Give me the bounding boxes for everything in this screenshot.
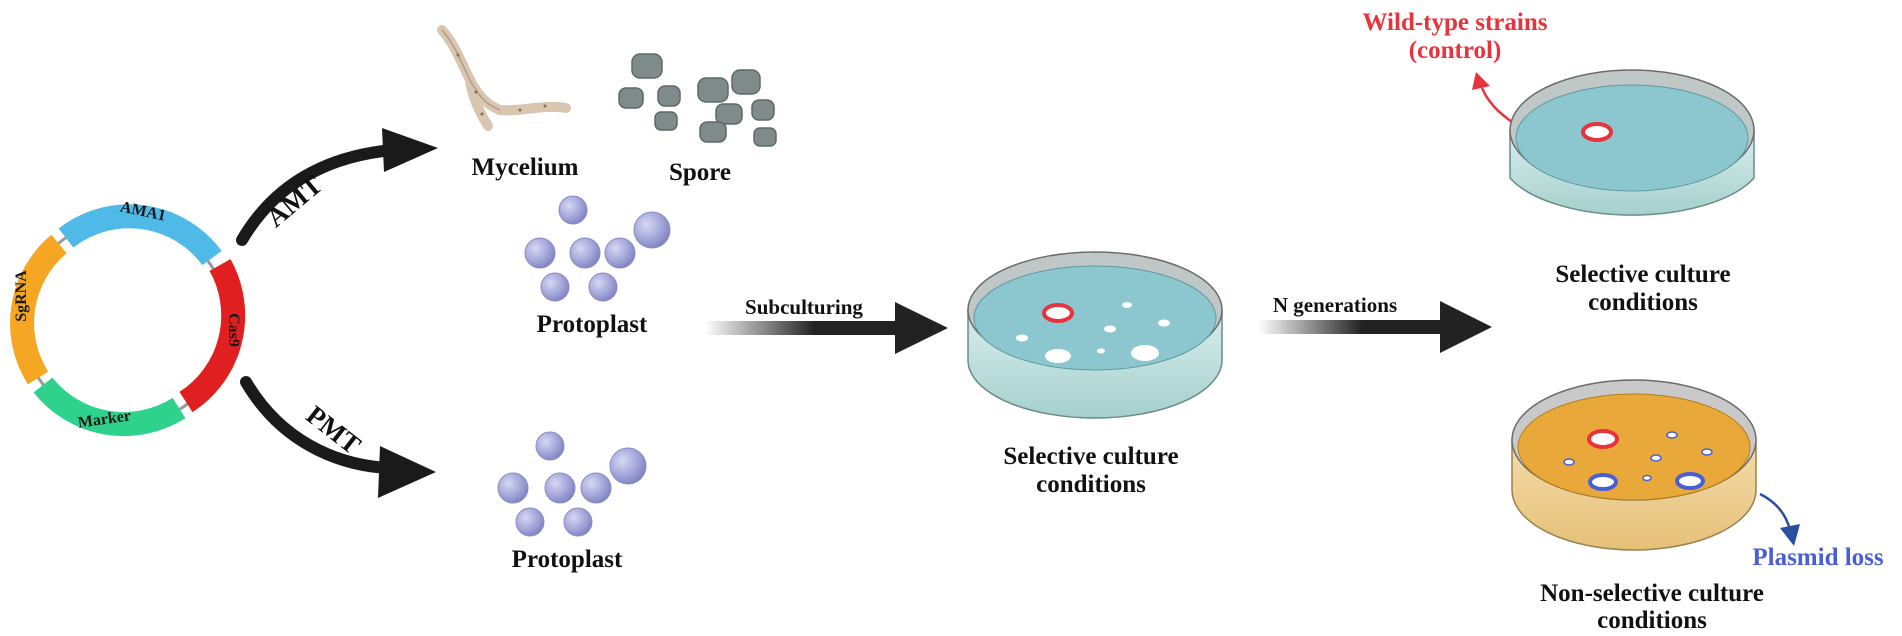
nonselective-dish-caption-line2: conditions <box>1597 607 1707 634</box>
plasmid: AMA1 Cas9 Marker SgRNA <box>10 198 246 437</box>
plasmid-label-sgrna: SgRNA <box>13 270 30 322</box>
plasmid-segment-marker <box>33 377 186 437</box>
n-generations-label: N generations <box>1273 293 1397 317</box>
subculturing-label: Subculturing <box>745 295 863 319</box>
mycelium-illustration <box>437 25 571 131</box>
spore-illustration <box>618 53 777 147</box>
protoplast-label-bottom: Protoplast <box>512 546 623 573</box>
nonselective-dish-caption-line1: Non-selective culture <box>1540 580 1764 607</box>
plasmid-segment-sgrna <box>10 234 67 385</box>
protoplast-cluster-top <box>524 195 671 302</box>
plasmid-segment-ama1 <box>58 204 222 266</box>
center-petri-dish <box>967 251 1223 419</box>
nonselective-petri-dish <box>1511 379 1757 551</box>
plasmid-loss-label: Plasmid loss <box>1752 544 1884 571</box>
protoplast-label-top: Protoplast <box>537 311 648 338</box>
center-dish-caption-line1: Selective culture <box>1003 443 1178 470</box>
n-generations-arrow <box>1258 301 1492 353</box>
wild-type-label-line2: (control) <box>1409 37 1502 64</box>
selective-dish-caption-line1: Selective culture <box>1555 261 1730 288</box>
plasmid-loss-arrow <box>1759 492 1800 546</box>
plasmid-segment-cas9 <box>179 259 246 413</box>
wild-type-label-line1: Wild-type strains <box>1363 9 1548 36</box>
protoplast-cluster-bottom <box>497 431 647 537</box>
selective-petri-dish <box>1509 69 1755 216</box>
wild-type-arrow <box>1472 72 1513 124</box>
mycelium-label: Mycelium <box>472 154 579 181</box>
plasmid-label-cas9: Cas9 <box>225 313 242 347</box>
subculturing-arrow <box>705 302 948 354</box>
selective-dish-caption-line2: conditions <box>1588 289 1698 316</box>
center-dish-caption-line2: conditions <box>1036 471 1146 498</box>
amt-arrow <box>236 128 438 246</box>
pmt-arrow <box>240 376 436 498</box>
spore-label: Spore <box>669 159 731 186</box>
